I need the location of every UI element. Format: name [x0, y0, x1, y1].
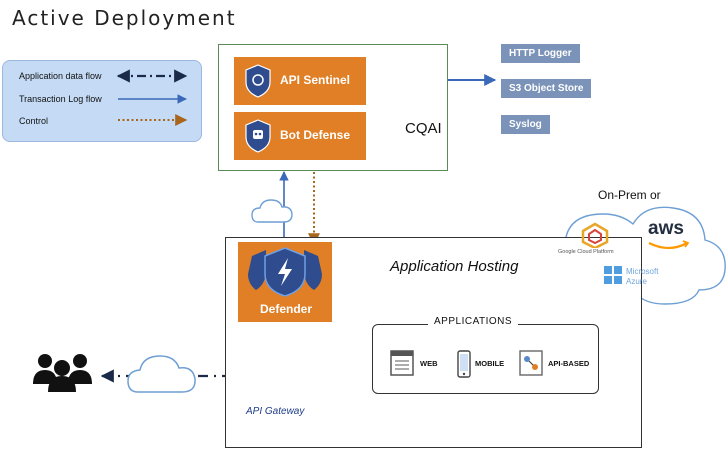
google-cloud-label: Google Cloud Platform	[558, 249, 614, 255]
azure-label-azure: Azure	[626, 277, 647, 286]
defender-module[interactable]: Defender	[238, 242, 332, 322]
cqai-label: CQAI	[405, 120, 442, 137]
api-based-app-label: API-BASED	[548, 359, 590, 368]
cloud-icon	[251, 199, 293, 223]
s3-object-store-output[interactable]: S3 Object Store	[501, 79, 592, 98]
application-hosting-label: Application Hosting	[390, 258, 519, 275]
on-prem-label: On-Prem or	[598, 188, 661, 202]
applications-title: APPLICATIONS	[428, 316, 519, 327]
azure-windows-icon	[604, 266, 622, 289]
aws-logo: aws	[648, 218, 684, 239]
web-app-label: WEB	[420, 359, 438, 368]
legend-label-log-flow: Transaction Log flow	[19, 94, 102, 104]
internet-cloud-icon	[127, 355, 196, 393]
aws-smile-icon	[648, 240, 690, 250]
syslog-output[interactable]: Syslog	[501, 115, 550, 134]
google-cloud-icon	[580, 222, 610, 253]
web-app-icon	[390, 350, 414, 376]
mobile-app-icon	[457, 350, 471, 378]
defender-label: Defender	[260, 302, 313, 316]
bot-defense-shield-icon	[245, 119, 271, 153]
azure-label-microsoft: Microsoft	[626, 267, 659, 276]
page-title: Active Deployment	[12, 6, 237, 30]
http-logger-output[interactable]: HTTP Logger	[501, 44, 580, 63]
bot-defense-label: Bot Defense	[280, 128, 351, 142]
api-sentinel-label: API Sentinel	[280, 73, 351, 87]
mobile-app-label: MOBILE	[475, 359, 505, 368]
defender-shield-icon	[248, 247, 322, 297]
api-sentinel-module[interactable]: API Sentinel	[234, 57, 366, 105]
legend-label-app-data: Application data flow	[19, 71, 102, 81]
bot-defense-module[interactable]: Bot Defense	[234, 112, 366, 160]
api-app-icon	[519, 350, 543, 376]
users-icon	[33, 354, 92, 392]
api-gateway-label: API Gateway	[246, 406, 305, 417]
api-sentinel-shield-icon	[245, 64, 271, 98]
legend-label-control: Control	[19, 116, 49, 126]
